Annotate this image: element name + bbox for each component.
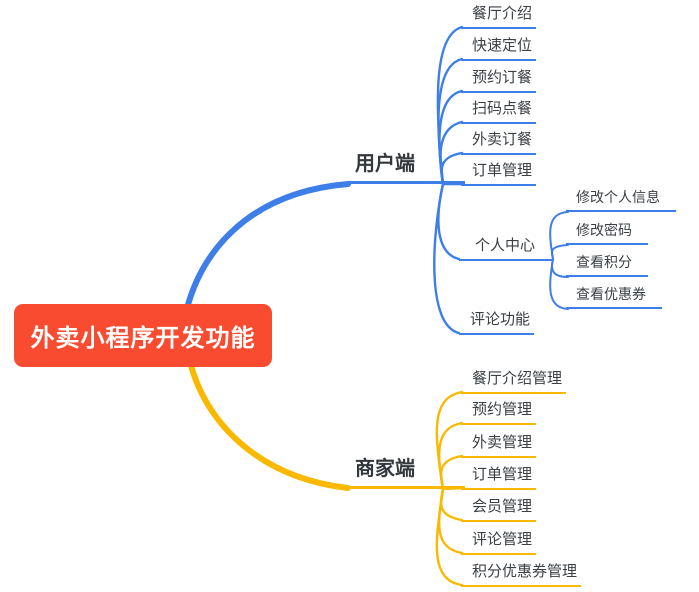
merchant-main-curve (187, 359, 351, 491)
branch-label-merchant[interactable]: 商家端 (347, 457, 465, 489)
curve-user-item-7 (433, 182, 461, 335)
sub-item-edit-password[interactable]: 修改密码 (566, 221, 648, 245)
user-item-restaurant-intro[interactable]: 餐厅介绍 (461, 4, 537, 29)
merchant-item-restaurant-intro-mgmt[interactable]: 餐厅介绍管理 (461, 369, 567, 394)
branch-label-user[interactable]: 用户端 (347, 152, 465, 184)
merchant-item-points-coupon-mgmt[interactable]: 积分优惠券管理 (461, 562, 582, 587)
user-fan (433, 25, 464, 335)
personal-center-fan (549, 211, 569, 310)
curve-user-item-4 (440, 151, 464, 186)
user-main-curve (183, 181, 351, 315)
user-item-order-management[interactable]: 订单管理 (461, 161, 537, 186)
curve-sub-3 (549, 258, 569, 310)
merchant-item-comment-mgmt[interactable]: 评论管理 (461, 530, 537, 555)
merchant-item-member-mgmt[interactable]: 会员管理 (461, 497, 537, 522)
user-item-scan-order[interactable]: 扫码点餐 (461, 99, 537, 124)
user-item-quick-location[interactable]: 快速定位 (461, 36, 537, 61)
user-item-takeout-order[interactable]: 外卖订餐 (461, 130, 537, 155)
user-item-personal-center[interactable]: 个人中心 (459, 236, 554, 261)
user-item-reserve-order[interactable]: 预约订餐 (461, 68, 537, 93)
sub-item-edit-profile[interactable]: 修改个人信息 (566, 188, 676, 212)
sub-item-view-coupons[interactable]: 查看优惠券 (566, 285, 662, 309)
curve-merchant-item-4 (439, 487, 464, 522)
curve-merchant-item-2 (439, 454, 464, 491)
sub-item-view-points[interactable]: 查看积分 (566, 253, 648, 277)
root-node[interactable]: 外卖小程序开发功能 (14, 304, 272, 367)
user-item-comment-feature[interactable]: 评论功能 (459, 310, 535, 335)
merchant-item-reservation-mgmt[interactable]: 预约管理 (461, 400, 537, 425)
curve-sub-1 (550, 244, 569, 260)
merchant-item-order-mgmt[interactable]: 订单管理 (461, 465, 537, 490)
merchant-item-takeout-mgmt[interactable]: 外卖管理 (461, 433, 537, 458)
curve-merchant-item-6 (435, 487, 464, 587)
